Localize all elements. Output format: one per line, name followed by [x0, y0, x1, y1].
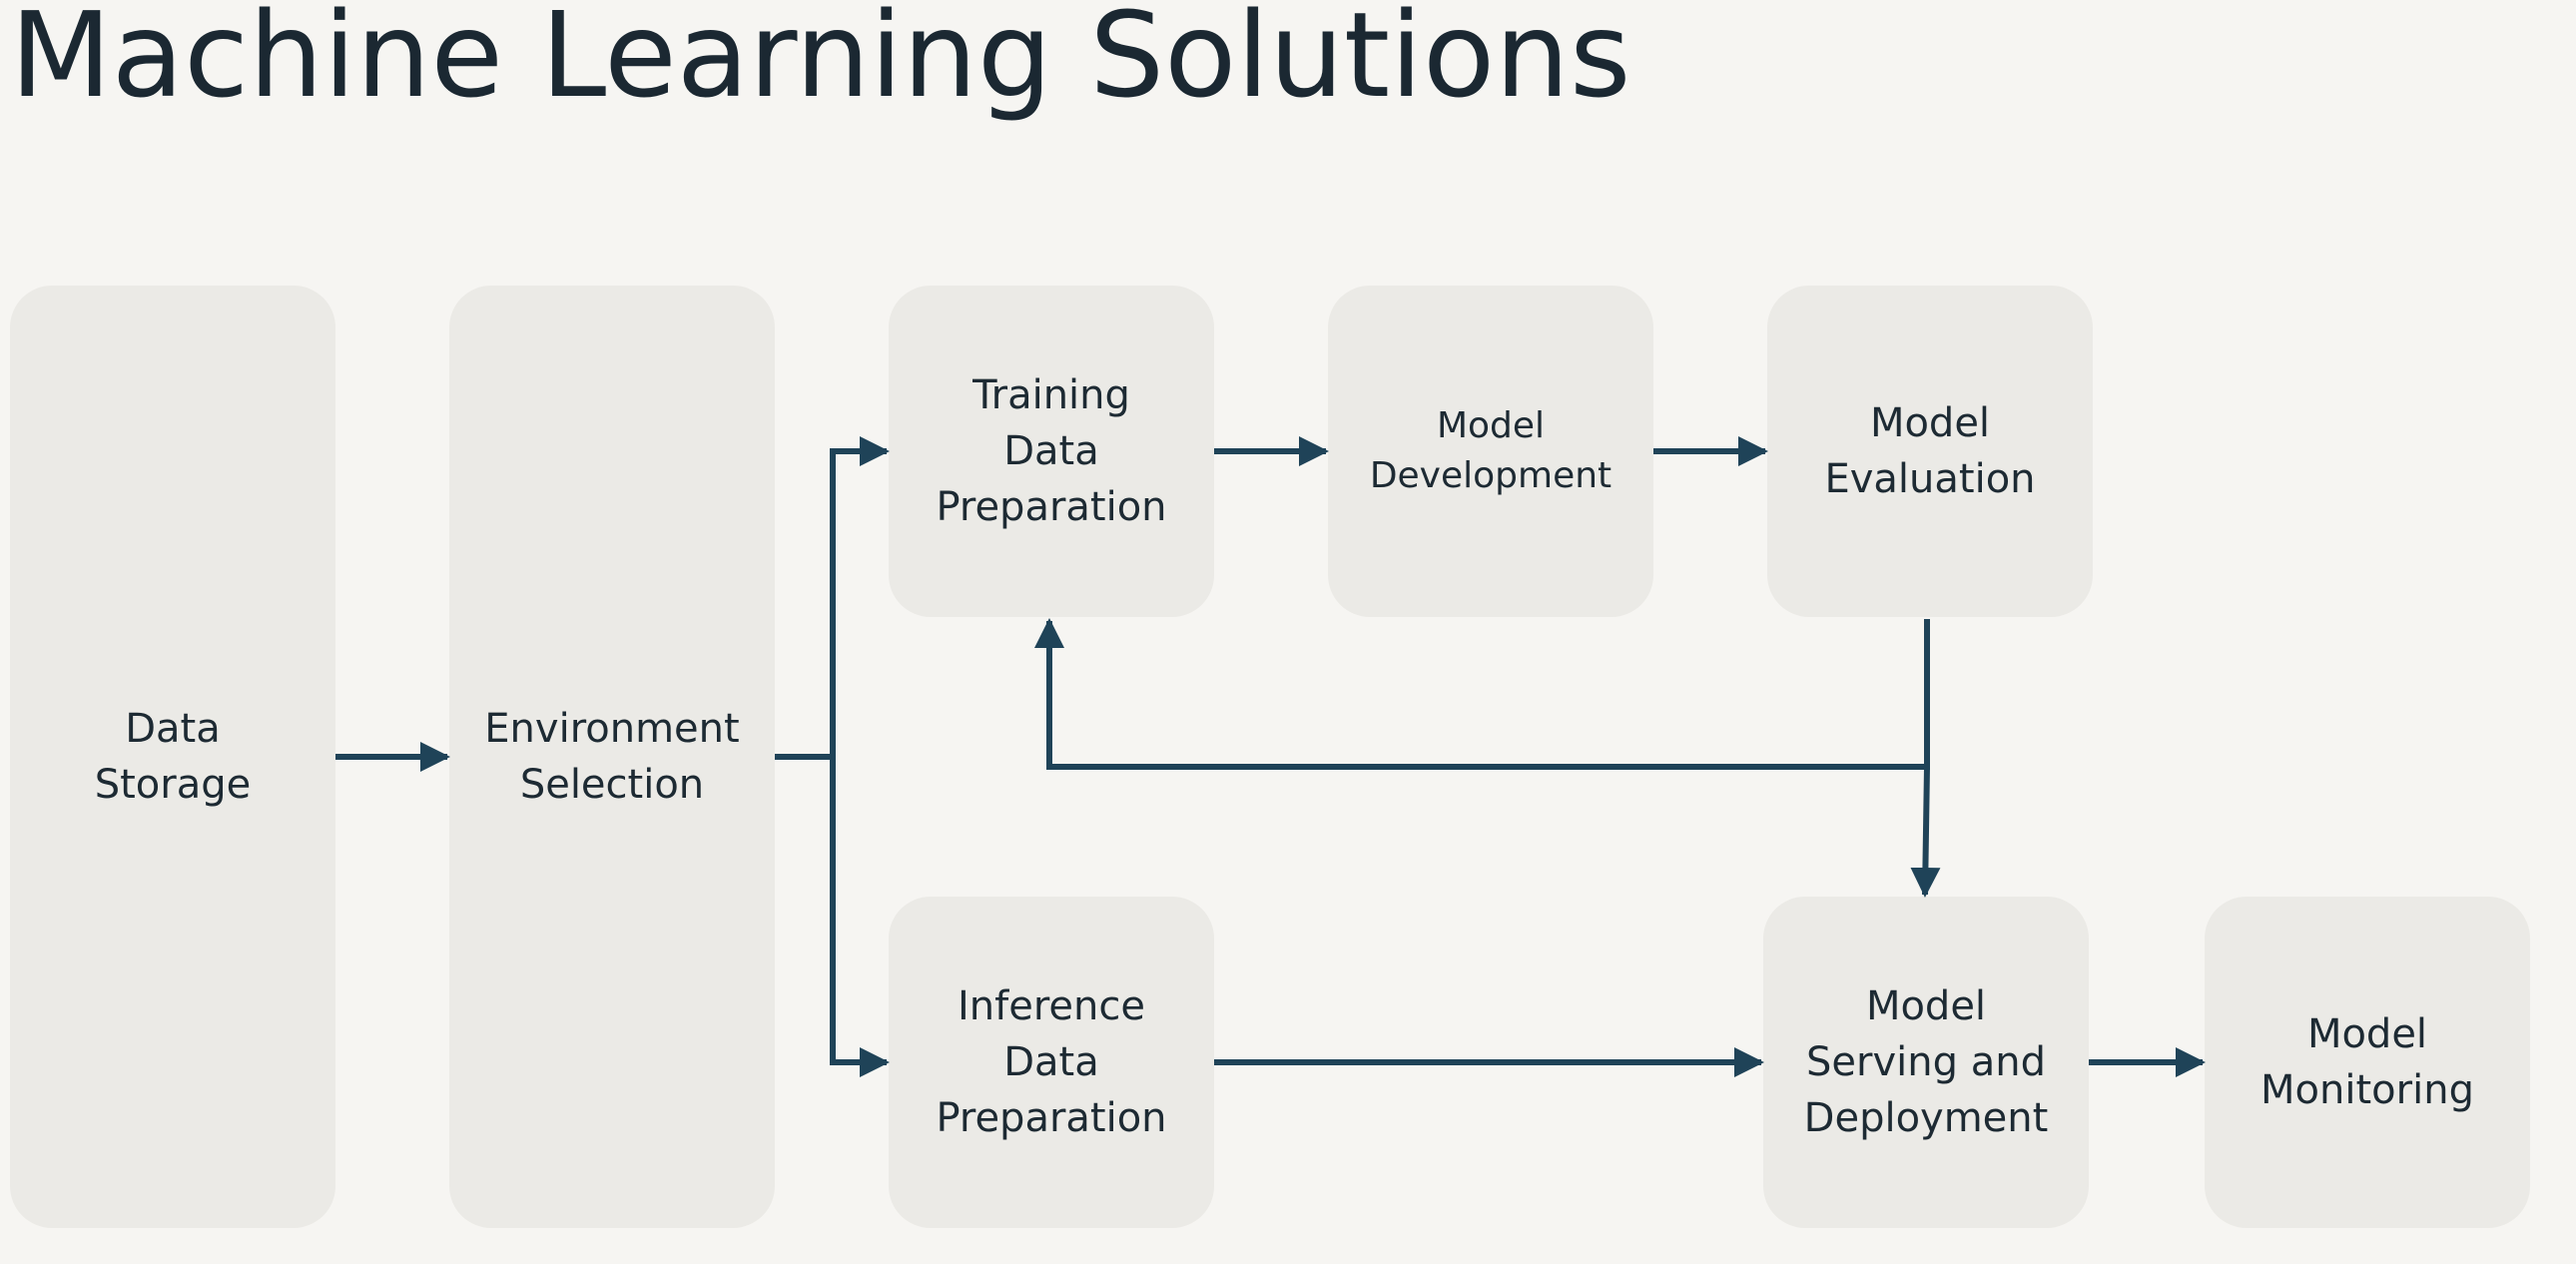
node-environment-selection-label: Environment Selection — [484, 706, 740, 808]
node-model-monitoring-label: Model Monitoring — [2260, 1011, 2474, 1113]
node-data-storage-label: Data Storage — [94, 706, 252, 808]
node-model-development-label: Model Development — [1369, 404, 1612, 496]
node-inference-data-preparation-label: Inference Data Preparation — [936, 983, 1167, 1141]
node-model-serving-deployment-label: Model Serving and Deployment — [1803, 983, 2049, 1141]
node-model-evaluation-label: Model Evaluation — [1824, 400, 2036, 502]
page-title: Machine Learning Solutions — [10, 0, 1631, 124]
node-model-monitoring: Model Monitoring — [2205, 897, 2530, 1228]
node-model-serving-deployment: Model Serving and Deployment — [1763, 897, 2089, 1228]
node-model-evaluation: Model Evaluation — [1767, 286, 2093, 617]
node-model-development: Model Development — [1328, 286, 1653, 617]
node-training-data-preparation: Training Data Preparation — [889, 286, 1214, 617]
arrow-evaluation-to-serving — [1910, 766, 1941, 898]
arrow-evaluation-to-training — [1034, 618, 1930, 770]
arrow-environment-to-training — [775, 436, 890, 760]
node-data-storage: Data Storage — [10, 286, 335, 1228]
node-environment-selection: Environment Selection — [449, 286, 775, 1228]
node-inference-data-preparation: Inference Data Preparation — [889, 897, 1214, 1228]
node-training-data-preparation-label: Training Data Preparation — [936, 372, 1167, 530]
arrow-environment-to-inference — [830, 757, 890, 1077]
